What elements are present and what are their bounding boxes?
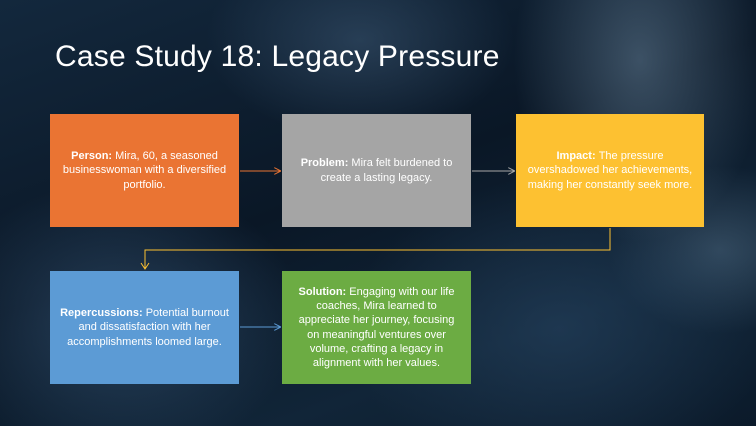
impact-box: Impact: The pressure overshadowed her ac… bbox=[516, 114, 704, 227]
problem-box: Problem: Mira felt burdened to create a … bbox=[282, 114, 471, 227]
slide-title: Case Study 18: Legacy Pressure bbox=[55, 40, 500, 73]
person-box: Person: Mira, 60, a seasoned businesswom… bbox=[50, 114, 239, 227]
person-text: Mira, 60, a seasoned businesswoman with … bbox=[62, 150, 227, 191]
repercussions-box: Repercussions: Potential burnout and dis… bbox=[50, 271, 239, 384]
problem-text: Mira felt burdened to create a lasting l… bbox=[320, 157, 453, 184]
impact-text: The pressure overshadowed her achievemen… bbox=[527, 150, 693, 191]
repercussions-label: Repercussions: bbox=[60, 307, 146, 320]
repercussions-box-content: Repercussions: Potential burnout and dis… bbox=[60, 306, 229, 349]
solution-box-content: Solution: Engaging with our life coaches… bbox=[292, 285, 461, 371]
arrow-impact-to-repercussions-head bbox=[140, 262, 150, 270]
solution-box: Solution: Engaging with our life coaches… bbox=[282, 271, 471, 384]
solution-text: Engaging with our life coaches, Mira lea… bbox=[298, 285, 455, 370]
impact-box-content: Impact: The pressure overshadowed her ac… bbox=[526, 149, 694, 192]
person-box-content: Person: Mira, 60, a seasoned businesswom… bbox=[60, 149, 229, 192]
problem-box-content: Problem: Mira felt burdened to create a … bbox=[292, 156, 461, 185]
person-label: Person: bbox=[71, 150, 116, 163]
impact-label: Impact: bbox=[556, 150, 599, 163]
arrow-impact-to-repercussions bbox=[144, 228, 611, 269]
solution-label: Solution: bbox=[298, 285, 350, 298]
problem-label: Problem: bbox=[300, 157, 352, 170]
repercussions-text: Potential burnout and dissatisfaction wi… bbox=[67, 307, 229, 348]
